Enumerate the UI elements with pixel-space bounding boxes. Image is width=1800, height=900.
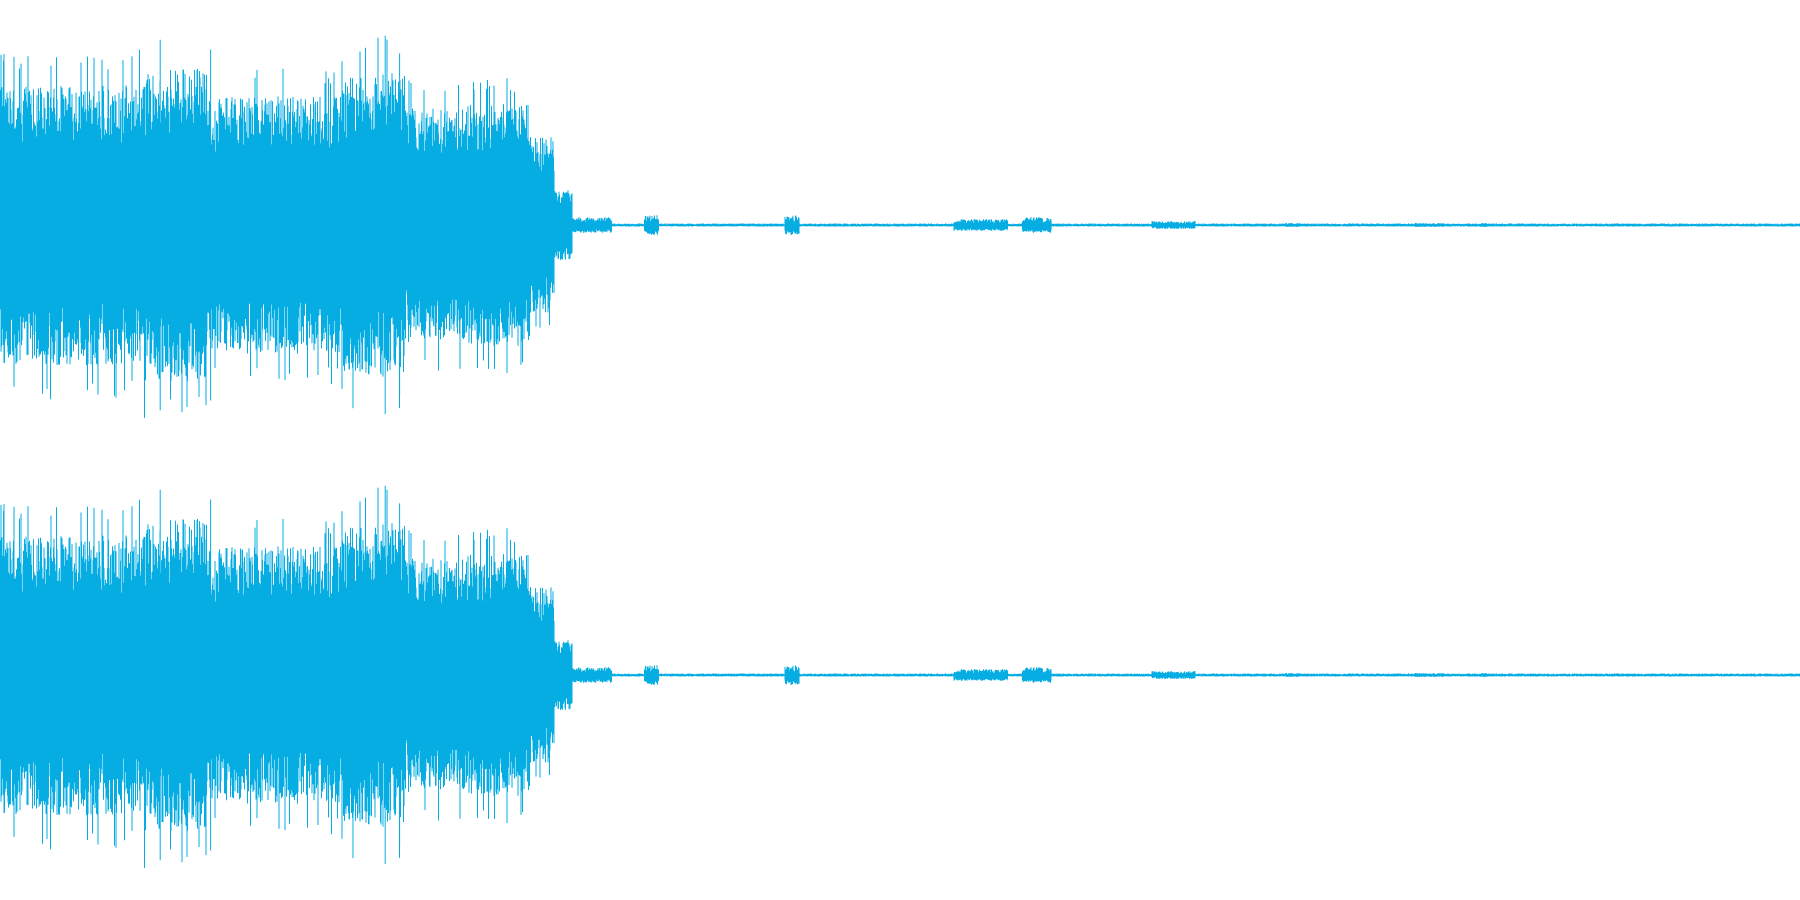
- waveform-left-path: [0, 35, 1800, 418]
- waveform-left-svg: [0, 35, 1800, 418]
- waveform-right-svg: [0, 485, 1800, 868]
- waveform-channel-left: [0, 35, 1800, 418]
- waveform-channel-right: [0, 450, 1800, 900]
- waveform-right-path: [0, 485, 1800, 868]
